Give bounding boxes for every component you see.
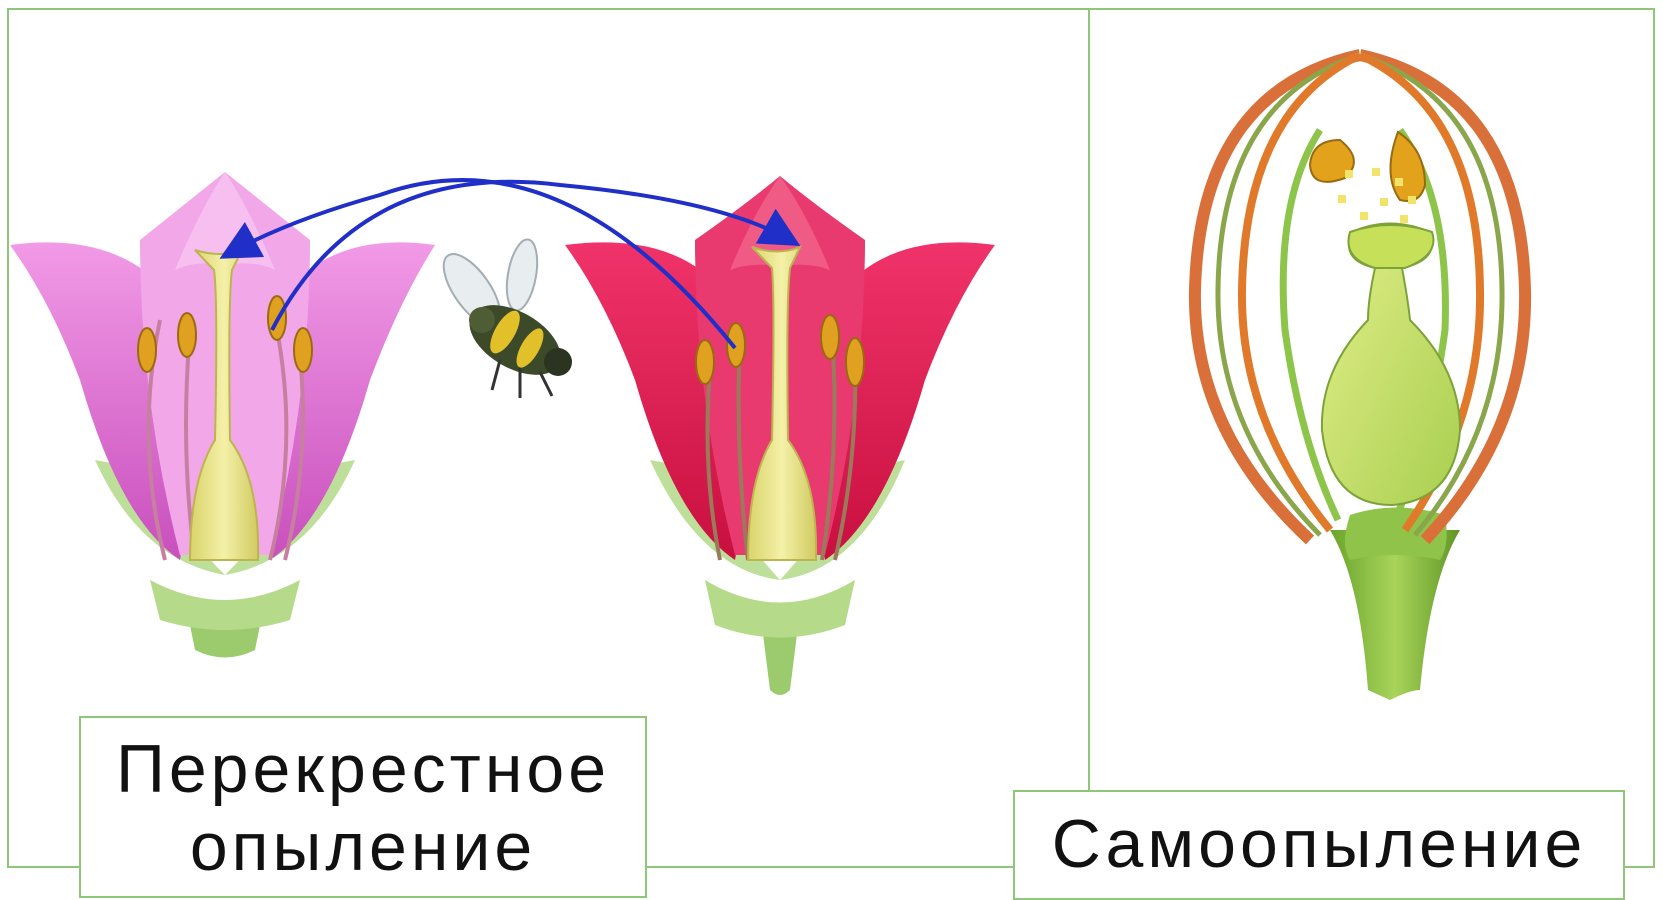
flower-cross-section-icon bbox=[1195, 55, 1525, 700]
self-pollination-label: Самоопыление bbox=[1013, 790, 1625, 900]
cross-pollination-label: Перекрестное опыление bbox=[79, 716, 647, 898]
red-flower-icon bbox=[565, 176, 995, 695]
pink-flower-icon bbox=[10, 172, 435, 658]
cross-pollination-label-line-2: опыление bbox=[81, 808, 645, 886]
bee-icon bbox=[433, 237, 572, 398]
self-pollination-label-text: Самоопыление bbox=[1052, 806, 1587, 882]
cross-pollination-label-line-1: Перекрестное bbox=[81, 730, 645, 808]
